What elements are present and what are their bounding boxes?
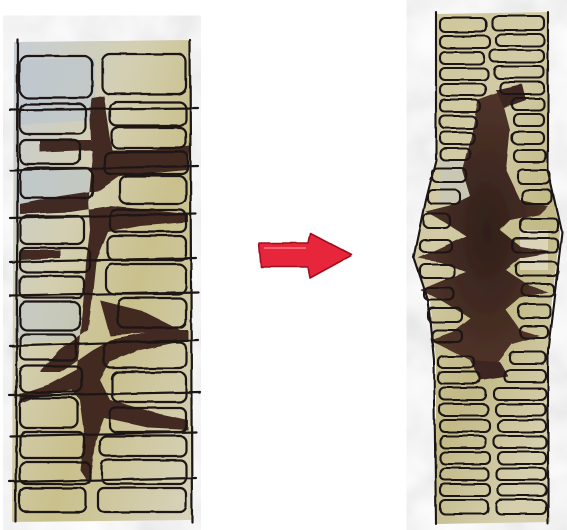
masonry-column-before-icon (10, 40, 200, 522)
transition-arrow-icon (259, 233, 352, 278)
masonry-column-after-icon (414, 12, 562, 524)
